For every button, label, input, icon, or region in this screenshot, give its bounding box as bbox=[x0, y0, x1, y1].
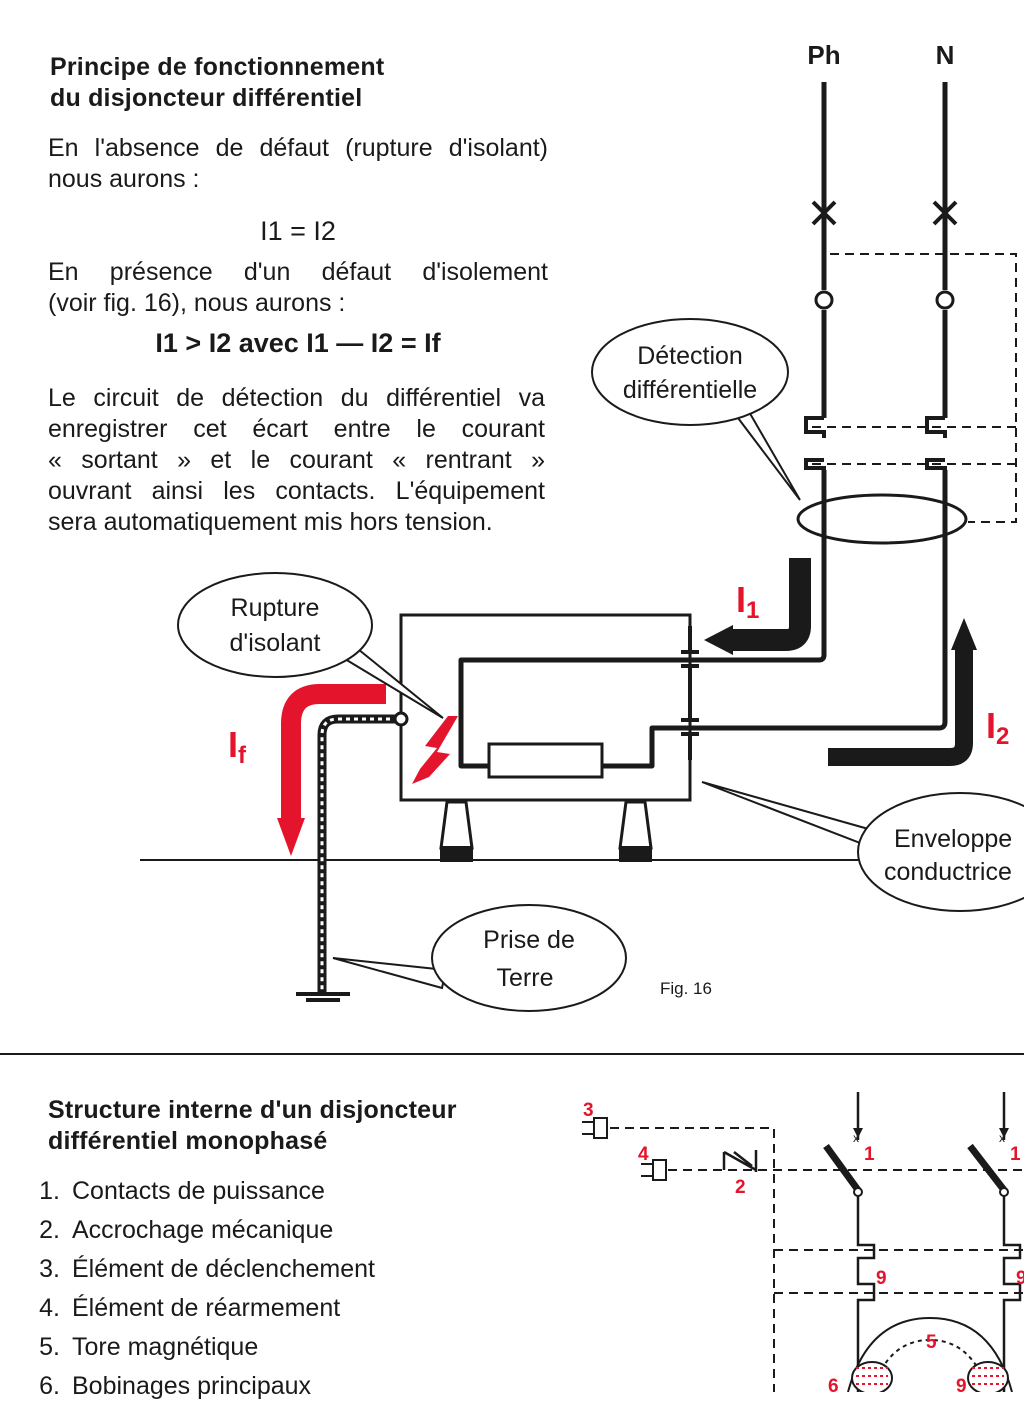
explain-line4: ouvrant ainsi les contacts. L'équipement bbox=[48, 477, 545, 505]
list-item: 4.Élément de réarmement bbox=[39, 1294, 341, 1322]
intro-line2: nous aurons : bbox=[48, 165, 200, 193]
arrow-i1-head bbox=[704, 625, 733, 655]
earth-conductor bbox=[296, 711, 409, 1002]
label-phase: Ph bbox=[807, 40, 840, 70]
arrow-i1 bbox=[730, 558, 811, 651]
figure17-actuators bbox=[582, 1117, 667, 1181]
bubble-terre-line2: Terre bbox=[497, 964, 554, 992]
bubble-detection: Détection différentielle bbox=[591, 318, 801, 501]
bubble-terre-line1: Prise de bbox=[483, 926, 575, 954]
section1-title-line2: du disjoncteur différentiel bbox=[50, 84, 363, 112]
label-if: If bbox=[228, 724, 247, 769]
appliance-switch bbox=[681, 626, 699, 760]
list-item: 2.Accrochage mécanique bbox=[39, 1216, 334, 1244]
explain-line2: enregistrer cet écart entre le courant bbox=[48, 415, 545, 443]
bubble-enveloppe-line1: Enveloppe bbox=[894, 825, 1012, 853]
defect-line2: (voir fig. 16), nous aurons : bbox=[48, 289, 346, 317]
fault-lightning-icon bbox=[412, 716, 458, 784]
load-resistor bbox=[487, 742, 604, 779]
bubble-enveloppe: Enveloppe conductrice bbox=[701, 781, 1024, 912]
section1-title-line1: Principe de fonctionnement bbox=[50, 53, 385, 81]
figure17-input-arrows bbox=[853, 1128, 1009, 1138]
fig17-label-6: 6 bbox=[828, 1376, 839, 1392]
figure16-caption: Fig. 16 bbox=[660, 979, 712, 998]
arrow-i2 bbox=[828, 650, 973, 766]
arrow-if-head bbox=[277, 818, 305, 856]
section2-title-line2: différentiel monophasé bbox=[48, 1127, 328, 1155]
intro-line1: En l'absence de défaut (rupture d'isolan… bbox=[48, 134, 548, 162]
toroid-ring bbox=[796, 493, 968, 545]
label-i2: I2 bbox=[986, 705, 1009, 750]
fig17-label-1-left: 1 bbox=[864, 1144, 875, 1165]
fig17-label-2: 2 bbox=[735, 1177, 746, 1198]
bubble-rupture-line1: Rupture bbox=[231, 594, 320, 622]
section1-title: Principe de fonctionnement du disjoncteu… bbox=[50, 52, 384, 114]
bubble-rupture: Rupture d'isolant bbox=[177, 572, 444, 719]
arrow-i2-head bbox=[951, 618, 977, 650]
explain-line1: Le circuit de détection du différentiel … bbox=[48, 384, 545, 412]
fig17-label-9-bottom: 9 bbox=[956, 1376, 967, 1392]
intro-paragraph: En l'absence de défaut (rupture d'isolan… bbox=[48, 133, 548, 195]
fig17-label-1-right: 1 bbox=[1010, 1144, 1021, 1165]
dashed-control-lines bbox=[812, 253, 1017, 523]
contact-bends bbox=[804, 416, 947, 474]
phase-wire bbox=[458, 82, 827, 769]
fig17-label-9-right: 9 bbox=[1016, 1268, 1024, 1289]
formula-defect: I1 > I2 avec I1 — I2 = If bbox=[155, 328, 441, 358]
figure17-torus bbox=[847, 1316, 1013, 1392]
label-neutral: N bbox=[936, 40, 955, 70]
list-item: 1.Contacts de puissance bbox=[39, 1177, 325, 1205]
breaker-marks bbox=[811, 200, 958, 226]
svg-text:x: x bbox=[853, 1131, 859, 1145]
defect-paragraph: En présence d'un défaut d'isolement (voi… bbox=[48, 257, 548, 319]
fig17-label-5: 5 bbox=[926, 1332, 937, 1353]
explain-paragraph: Le circuit de détection du différentiel … bbox=[48, 383, 545, 538]
figure17-power-contacts bbox=[823, 1143, 1009, 1197]
list-item: 6.Bobinages principaux bbox=[39, 1372, 312, 1400]
figure17-latch bbox=[722, 1150, 758, 1172]
list-item: 5.Tore magnétique bbox=[39, 1333, 259, 1361]
figure17-conductors bbox=[856, 1092, 1022, 1392]
defect-line1: En présence d'un défaut d'isolement bbox=[48, 258, 548, 286]
formula-equal: I1 = I2 bbox=[260, 216, 336, 246]
bubble-detection-line2: différentielle bbox=[623, 376, 757, 404]
fig17-label-9-left: 9 bbox=[876, 1268, 887, 1289]
fig17-label-3: 3 bbox=[583, 1100, 594, 1121]
section2-title: Structure interne d'un disjoncteur diffé… bbox=[48, 1095, 457, 1157]
bubble-enveloppe-line2: conductrice bbox=[884, 858, 1012, 886]
component-list: 1.Contacts de puissance 2.Accrochage méc… bbox=[26, 1172, 375, 1406]
bubble-detection-line1: Détection bbox=[637, 342, 743, 370]
bubble-rupture-line2: d'isolant bbox=[230, 629, 321, 657]
explain-line3: « sortant » et le courant « rentrant » bbox=[48, 446, 545, 474]
figure17-dashed-frame bbox=[610, 1127, 1024, 1392]
fig17-x-marks: x x bbox=[853, 1131, 1005, 1145]
bubble-terre: Prise de Terre bbox=[332, 904, 627, 1012]
svg-text:x: x bbox=[999, 1131, 1005, 1145]
arrow-if bbox=[281, 684, 386, 820]
label-i1: I1 bbox=[736, 579, 759, 624]
neutral-wire bbox=[600, 82, 948, 769]
terminal-circles bbox=[814, 290, 955, 310]
explain-line5: sera automatiquement mis hors tension. bbox=[48, 508, 493, 536]
fig17-label-4: 4 bbox=[638, 1144, 649, 1165]
list-item: 3.Élément de déclenchement bbox=[39, 1255, 375, 1283]
section2-title-line1: Structure interne d'un disjoncteur bbox=[48, 1096, 457, 1124]
appliance-feet bbox=[439, 800, 653, 862]
